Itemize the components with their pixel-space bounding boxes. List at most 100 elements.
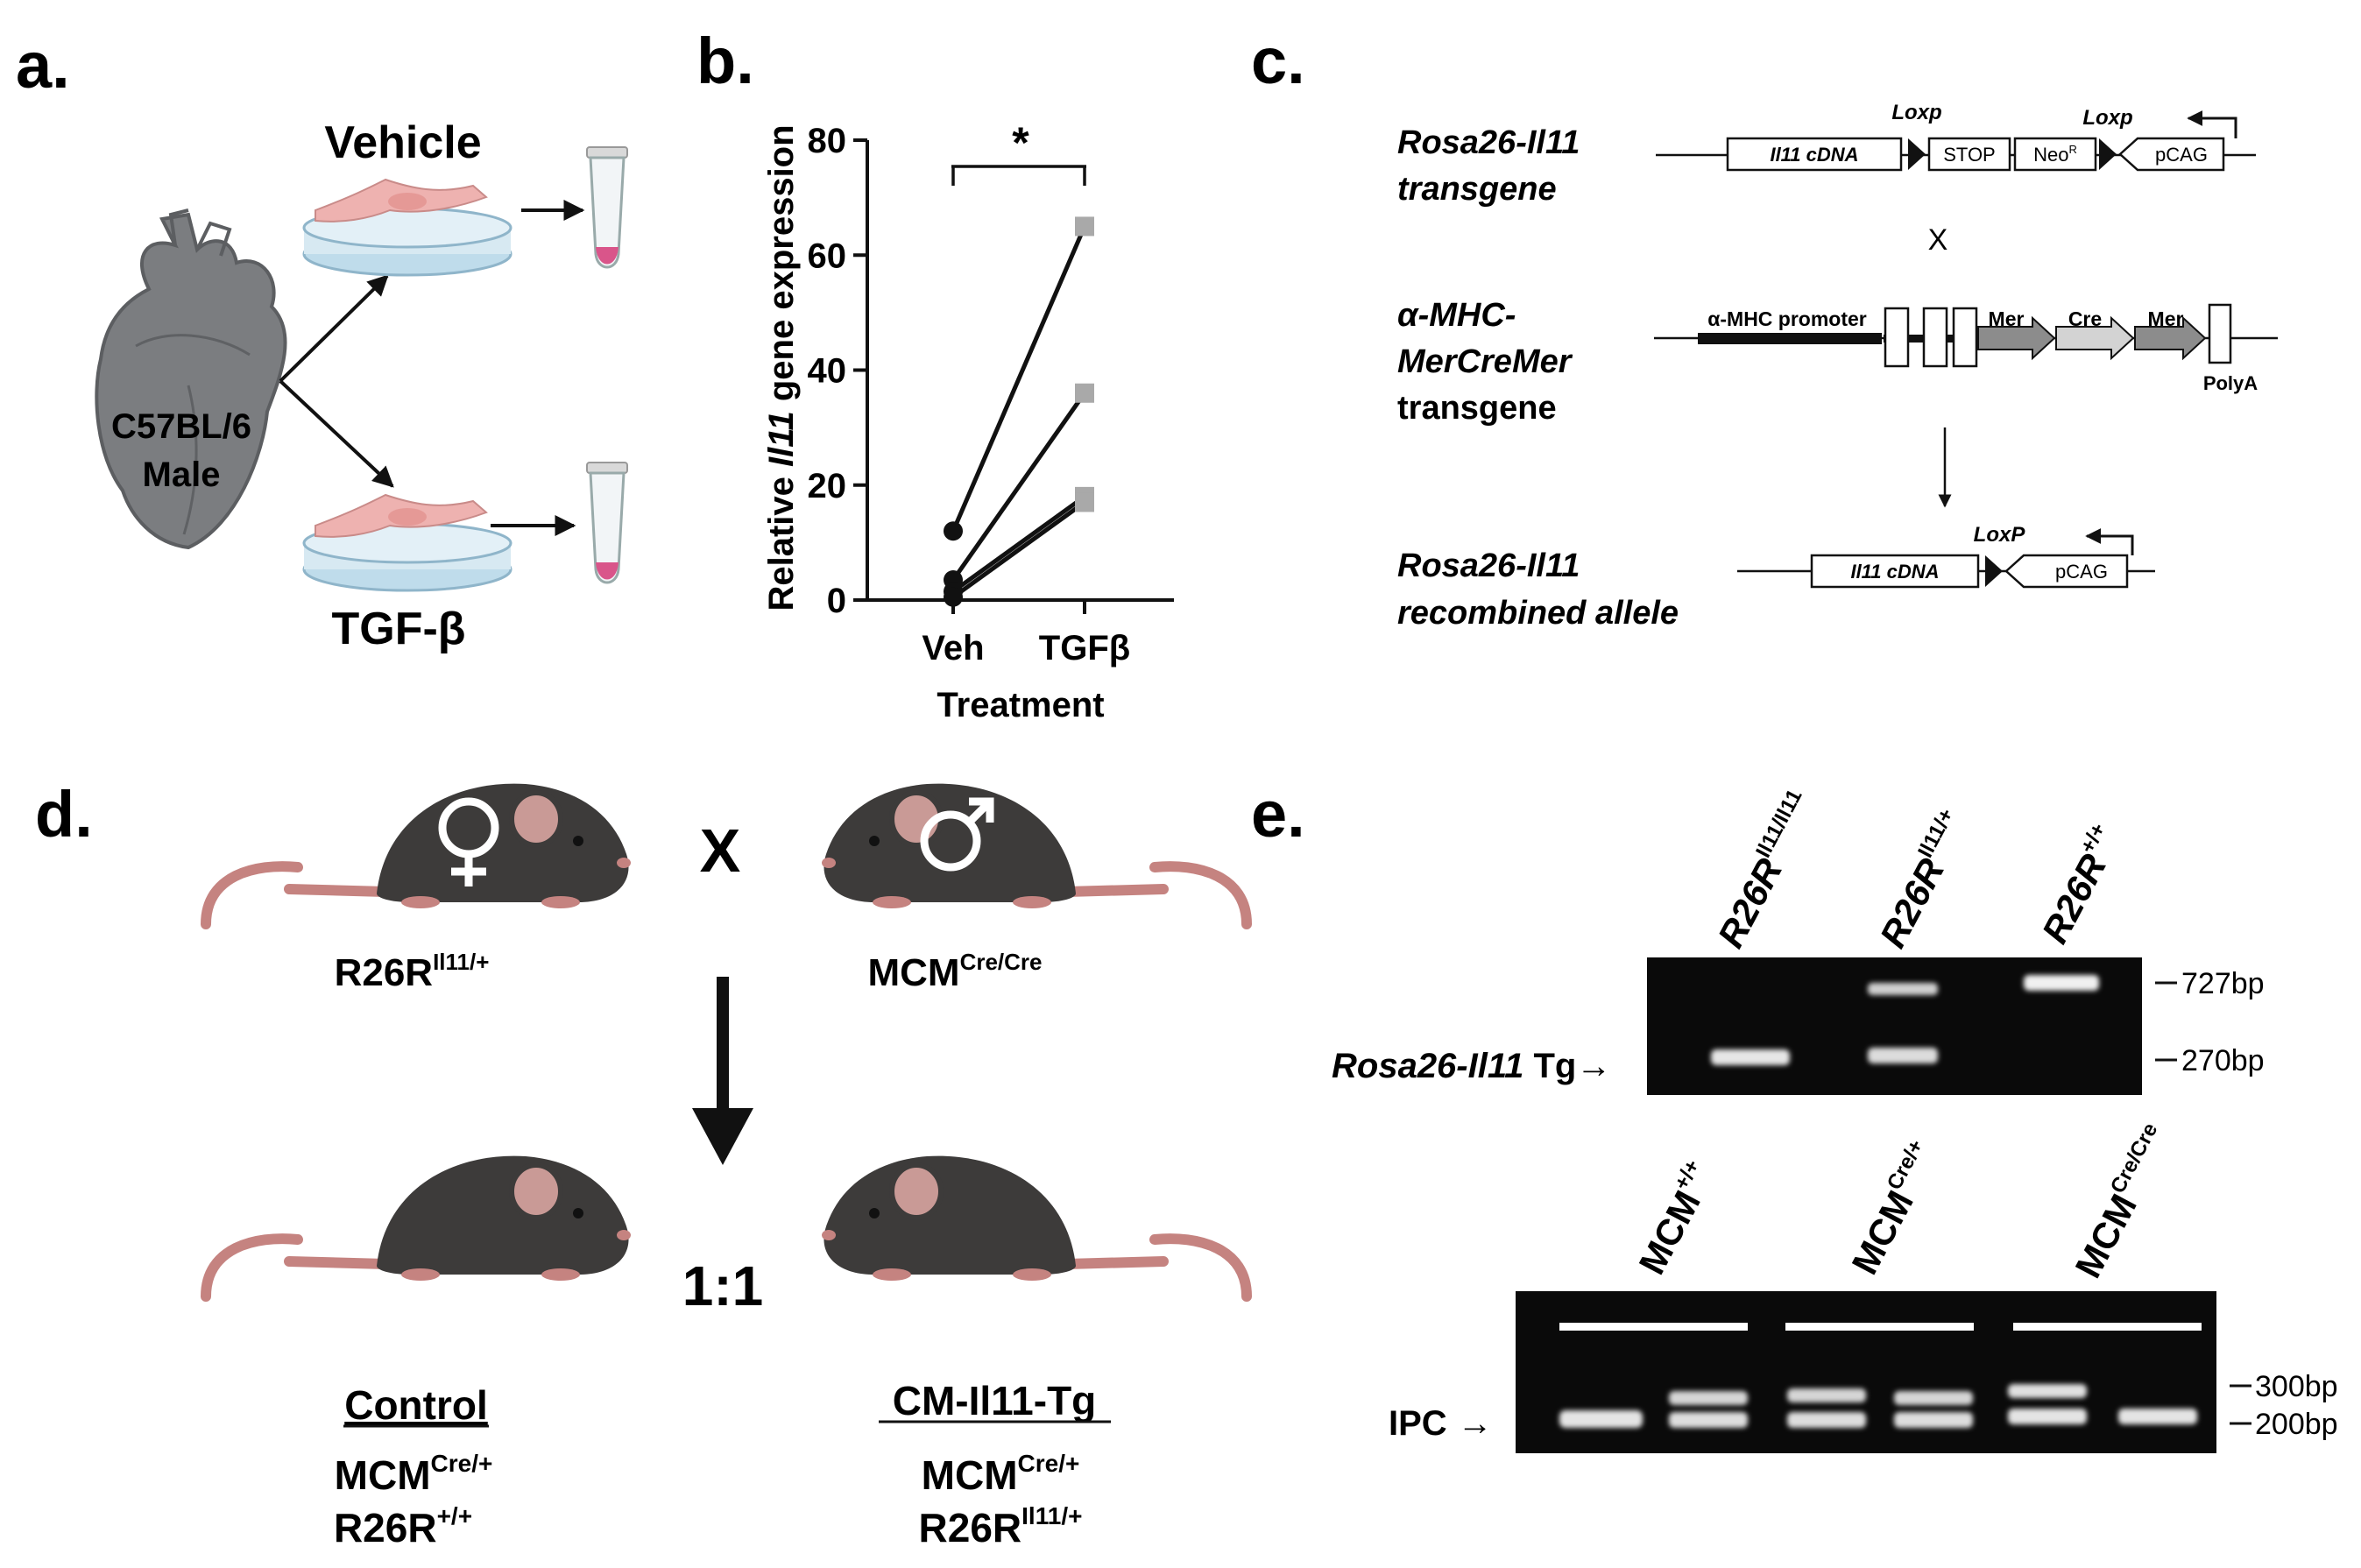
rosa-neo-sup: R (2068, 143, 2076, 156)
veh-point-0 (944, 521, 963, 541)
r26-lane-3-base: R26R (2033, 847, 2114, 950)
control-genotype-1: MCMCre/+ (335, 1450, 493, 1498)
arrow-to-tgfb (279, 379, 394, 488)
pair-line-1 (951, 392, 1087, 582)
tgfb-point-3 (1075, 492, 1094, 512)
y-axis-label: Relative Il11 gene expression (762, 124, 801, 611)
size-200: 200bp (2255, 1408, 2338, 1441)
mcm-lane-2-label: MCMCre/+ (1841, 1136, 1947, 1282)
mhc-transgene-label-3: transgene (1397, 390, 1557, 427)
rosa-il11-cdna: Il11 cDNA (1770, 144, 1858, 166)
mhc-promoter: α-MHC promoter (1707, 307, 1867, 330)
mhc-mercremer-construct (1654, 303, 2278, 368)
r26-lane-2-label: R26RIl11/+ (1870, 804, 1976, 954)
rosa-transgene-label-2: transgene (1397, 171, 1557, 208)
rosa-transgene-label-1: Rosa26-Il11 (1397, 124, 1580, 161)
arrow-to-vehicle (279, 274, 389, 383)
male-mouse (822, 783, 1252, 929)
mhc-polya: PolyA (2203, 372, 2258, 394)
size-727: 727bp (2181, 967, 2265, 1000)
ipc-label-arrow: → (1458, 1404, 1493, 1443)
ipc-label: IPC → (1389, 1404, 1493, 1443)
r26-lane-2-base: R26R (1871, 851, 1952, 954)
heart-icon (95, 208, 287, 550)
r26-lane-1-base: R26R (1709, 851, 1790, 954)
veh-point-3 (944, 587, 963, 607)
tgfb-point-0 (1075, 216, 1094, 237)
panel-label-e: e. (1251, 778, 1305, 851)
tg-genotype-2-sup: Il11/+ (1021, 1502, 1082, 1529)
male-genotype-sup: Cre/Cre (960, 949, 1043, 975)
rec-pcag: pCAG (2055, 561, 2108, 583)
panel-label-c: c. (1251, 25, 1305, 97)
y-tick-label-4: 80 (808, 122, 847, 160)
control-genotype-2: R26R+/+ (334, 1502, 472, 1550)
panel-label-d: d. (35, 778, 93, 851)
rosa-neo-base: Neo (2033, 144, 2068, 166)
tg-genotype-1-base: MCM (922, 1452, 1018, 1498)
vehicle-label: Vehicle (324, 117, 481, 168)
mcm-lane-2-base: MCM (1843, 1184, 1921, 1282)
rosa-transgene-construct (1656, 110, 2256, 172)
tg-genotype-2: R26RIl11/+ (919, 1502, 1083, 1550)
panel-label-b: b. (696, 25, 754, 97)
female-symbol-icon (438, 797, 499, 886)
panel-label-a: a. (16, 29, 70, 102)
male-genotype: MCMCre/Cre (867, 949, 1042, 994)
control-genotype-1-base: MCM (335, 1452, 431, 1498)
rosa-tg-label: Rosa26-Il11 Tg→ (1332, 1047, 1611, 1085)
mcm-lane-1-label: MCM+/+ (1629, 1156, 1723, 1282)
size-270: 270bp (2181, 1044, 2265, 1077)
recombined-label-2: recombined allele (1397, 595, 1679, 632)
significance-star: * (1012, 118, 1029, 167)
male-genotype-base: MCM (867, 951, 959, 994)
y-tick-label-1: 20 (808, 467, 847, 505)
x-tick-label-0: Veh (922, 629, 984, 667)
r26-lane-1-sup: Il11/Il11 (1751, 786, 1806, 862)
tg-title: CM-Il11-Tg (893, 1378, 1097, 1423)
y-axis-label-gene: Il11 (762, 411, 801, 467)
y-tick-label-3: 60 (808, 237, 847, 275)
control-genotype-2-sup: +/+ (437, 1502, 472, 1529)
tube-tgfb-icon (586, 462, 628, 584)
offspring-arrow (692, 977, 753, 1165)
rosa-neo: NeoR (2033, 143, 2077, 166)
mcm-gel (1516, 1291, 2216, 1453)
mcm-lane-3-base: MCM (2067, 1188, 2145, 1285)
r26-lane-2-sup: Il11/+ (1913, 804, 1959, 861)
pair-line-2 (951, 494, 1086, 594)
rosa-loxp-right: Loxp (2082, 106, 2132, 130)
mhc-cre: Cre (2068, 307, 2102, 330)
tg-genotype-1: MCMCre/+ (922, 1450, 1080, 1498)
male-symbol-icon (920, 797, 994, 872)
tg-mouse (822, 1155, 1252, 1302)
rosa-tg-label-italic: Rosa26-Il11 (1332, 1047, 1523, 1085)
rosa-tg-label-rest: Tg→ (1523, 1047, 1611, 1085)
dish-tgfb (302, 493, 512, 592)
tg-genotype-1-sup: Cre/+ (1018, 1450, 1080, 1477)
rosa-pcag: pCAG (2155, 144, 2208, 166)
rec-loxp: LoxP (1974, 523, 2026, 547)
rosa-stop: STOP (1943, 144, 1996, 166)
female-genotype-base: R26R (335, 951, 434, 994)
cross-x-c: X (1928, 223, 1948, 257)
x-axis-label: Treatment (937, 686, 1104, 724)
r26-gel (1647, 957, 2142, 1095)
r26-lane-3-label: R26R+/+ (2032, 819, 2129, 950)
control-title: Control (344, 1382, 488, 1428)
control-genotype-2-base: R26R (334, 1505, 437, 1550)
mcm-lane-1-base: MCM (1630, 1184, 1708, 1282)
mhc-mer-2: Mer (2148, 307, 2184, 330)
control-genotype-1-sup: Cre/+ (431, 1450, 493, 1477)
ipc-label-text: IPC (1389, 1404, 1447, 1443)
rec-il11-cdna: Il11 cDNA (1850, 561, 1939, 583)
ratio-label: 1:1 (682, 1254, 764, 1317)
tg-genotype-2-base: R26R (919, 1505, 1022, 1550)
pair-line-3 (951, 500, 1086, 599)
y-axis-label-pre: Relative (762, 467, 801, 611)
mcm-lane-2-sup: Cre/+ (1883, 1136, 1928, 1194)
female-genotype: R26RIl11/+ (335, 949, 490, 994)
r26-lane-1-label: R26RIl11/Il11 (1707, 786, 1825, 955)
